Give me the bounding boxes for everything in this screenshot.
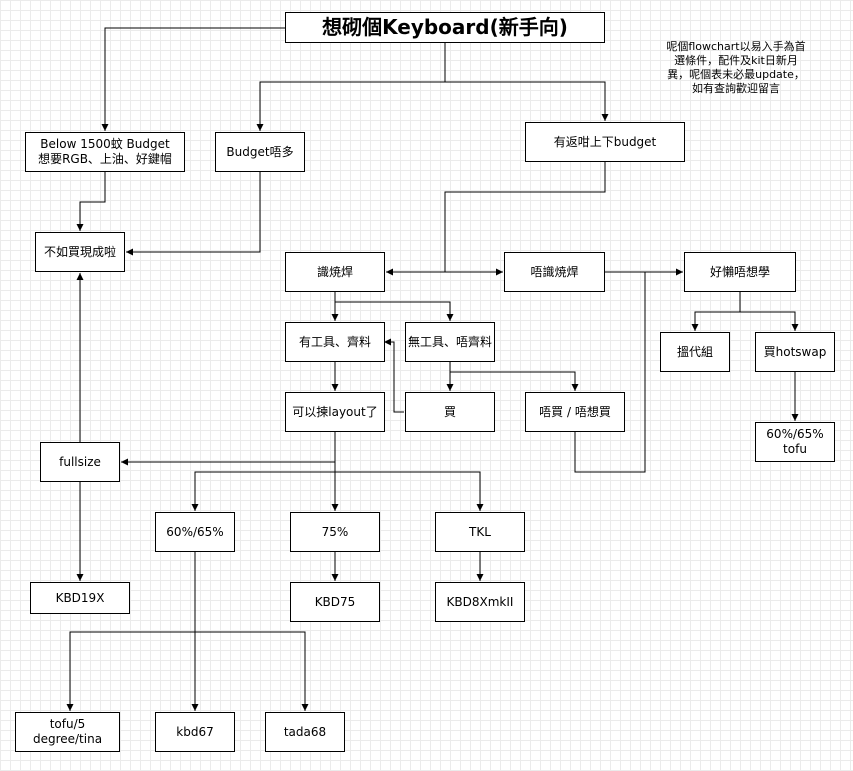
node-fullsize: fullsize	[40, 442, 120, 482]
edge-title-to-below-budget	[101, 27, 285, 131]
edge-no-tools-to-no-buy	[450, 371, 579, 391]
node-can-solder: 識焼焊	[285, 252, 385, 292]
node-tofu-5degree-tina: tofu/5 degree/tina	[15, 712, 120, 752]
node-kbd75: KBD75	[290, 582, 380, 622]
node-size-60-65: 60%/65%	[155, 512, 235, 552]
edge-flexible-budget-to-solder	[444, 162, 606, 272]
note-text: 呢個flowchart以易入手為首 選條件，配件及kit日新月 異，呢個表未必最…	[666, 40, 806, 95]
node-buy-hotswap: 買hotswap	[755, 332, 835, 372]
node-budget-not-much: Budget唔多	[215, 132, 305, 172]
title-node: 想砌個Keyboard(新手向)	[285, 12, 605, 43]
node-pick-layout: 可以揀layout了	[285, 392, 385, 432]
node-flexible-budget: 有返咁上下budget	[525, 122, 685, 162]
node-no-tools: 無工具、唔齊料	[405, 322, 495, 362]
edge-60-65-to-tada68	[195, 631, 309, 711]
node-proxy-build: 搵代組	[660, 332, 730, 372]
edge-buy-to-has-tools	[384, 338, 404, 413]
edge-below-budget-to-prebuilt	[76, 172, 106, 231]
node-no-buy: 唔買 / 唔想買	[525, 392, 625, 432]
edge-title-to-budget-not-much	[256, 43, 446, 131]
node-size-tkl: TKL	[435, 512, 525, 552]
edge-lazy-to-hotswap	[740, 311, 799, 331]
node-has-tools: 有工具、齊料	[285, 322, 385, 362]
node-cannot-solder: 唔識焼焊	[504, 252, 605, 292]
node-buy: 買	[405, 392, 495, 432]
node-kbd19x: KBD19X	[30, 582, 130, 614]
edge-budget-not-much-to-prebuilt	[126, 172, 261, 256]
edge-no-buy-to-lazy	[574, 272, 646, 473]
edge-60-65-to-tofu	[66, 631, 195, 711]
edge-layout-to-60-65	[191, 471, 335, 511]
edge-lazy-to-proxy-build	[691, 292, 741, 331]
node-kbd8x: KBD8XmkII	[435, 582, 525, 622]
node-tofu-hotswap: 60%/65% tofu	[755, 422, 835, 462]
node-lazy-to-learn: 好懶唔想學	[684, 252, 796, 292]
node-buy-prebuilt: 不如買現成啦	[35, 232, 125, 272]
node-below-budget: Below 1500蚊 Budget 想要RGB、上油、好鍵帽	[25, 132, 185, 172]
node-size-75: 75%	[290, 512, 380, 552]
edge-title-to-flexible-budget	[445, 81, 609, 121]
edge-layout-to-tkl	[335, 471, 484, 511]
node-tada68: tada68	[265, 712, 345, 752]
node-kbd67: kbd67	[155, 712, 235, 752]
edge-can-solder-to-no-tools	[335, 301, 454, 321]
